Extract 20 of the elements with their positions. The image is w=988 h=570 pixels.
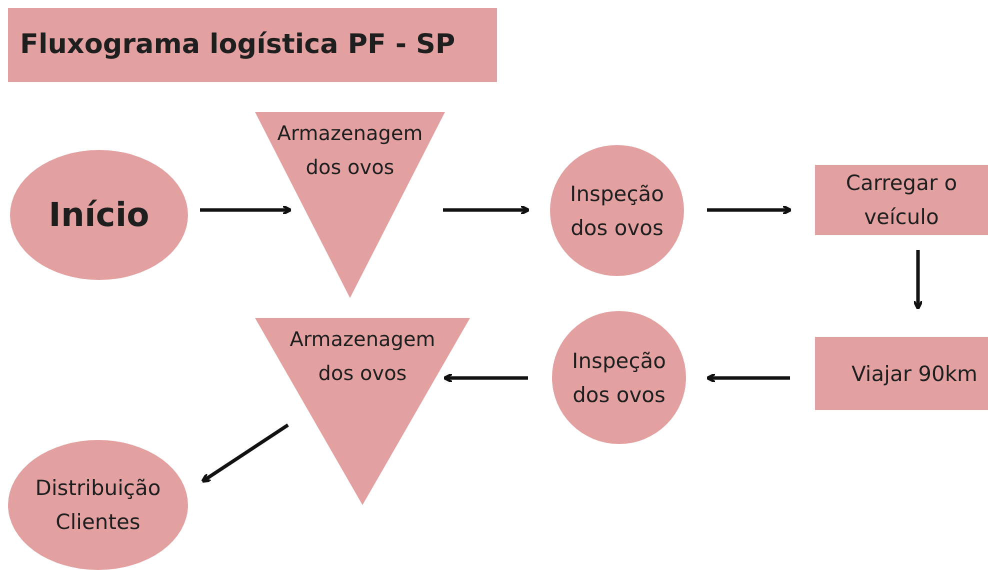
node-label: Distribuição Clientes [34, 475, 162, 536]
arrow [200, 424, 289, 483]
storage-triangle [255, 318, 470, 505]
arrow [912, 250, 924, 310]
node-label: Inspeção dos ovos [571, 348, 667, 408]
arrow [442, 372, 528, 384]
node-label: Armazenagem dos ovos [276, 120, 424, 181]
arrow [200, 204, 292, 216]
node-label: Início [48, 198, 150, 232]
arrow [706, 372, 790, 384]
arrow [707, 204, 792, 216]
arrow [443, 204, 530, 216]
storage-triangle [255, 112, 445, 298]
node-label: Viajar 90km [850, 360, 978, 388]
node-label: Inspeção dos ovos [569, 180, 665, 242]
process-box [815, 165, 988, 235]
node-label: Armazenagem dos ovos [288, 326, 436, 387]
node-label: Carregar o veículo [844, 170, 958, 231]
process-box [815, 337, 988, 410]
title-banner: Fluxograma logística PF - SP [8, 8, 497, 82]
